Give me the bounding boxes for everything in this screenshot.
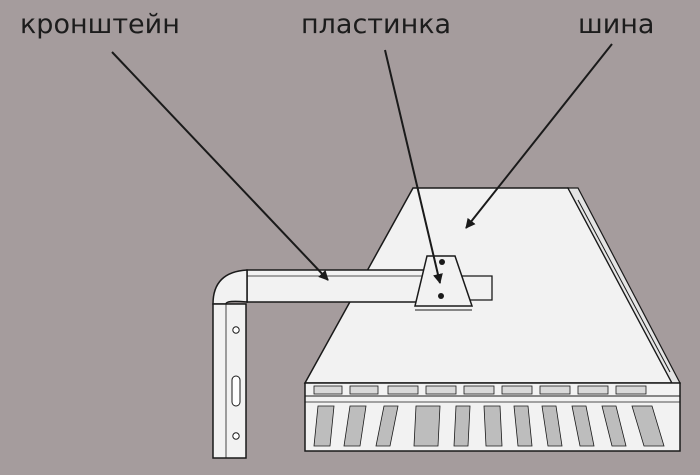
channel-slot bbox=[541, 405, 563, 447]
bracket-wall-plate bbox=[212, 303, 247, 459]
label-bracket: кронштейн bbox=[20, 9, 180, 40]
channel-slot bbox=[483, 405, 503, 447]
channel-slot bbox=[571, 405, 595, 447]
channel-top bbox=[539, 385, 571, 395]
bracket-screw-hole bbox=[232, 432, 240, 440]
bracket-mount-slot bbox=[231, 375, 241, 407]
label-plate: пластинка bbox=[301, 9, 452, 40]
channel-top bbox=[463, 385, 495, 395]
channel-top bbox=[501, 385, 533, 395]
plate-hole bbox=[438, 293, 444, 299]
channel-top bbox=[577, 385, 609, 395]
arrow-plate bbox=[384, 49, 443, 284]
channel-top bbox=[387, 385, 419, 395]
channel-slot bbox=[413, 405, 441, 447]
rail-inner-ridge bbox=[577, 199, 671, 373]
channel-slot bbox=[631, 405, 665, 447]
channel-slot bbox=[313, 405, 335, 447]
arrow-bracket bbox=[111, 51, 329, 281]
channel-top bbox=[425, 385, 457, 395]
plate-hole bbox=[439, 259, 445, 265]
channel-top bbox=[615, 385, 647, 395]
channel-slot bbox=[375, 405, 399, 447]
bracket-screw-hole bbox=[232, 326, 240, 334]
bracket bbox=[212, 269, 493, 459]
channel-top bbox=[313, 385, 343, 395]
rail-channels bbox=[313, 385, 665, 447]
plate bbox=[414, 255, 474, 311]
plate-body bbox=[414, 255, 474, 307]
channel-top bbox=[349, 385, 379, 395]
label-rail: шина bbox=[578, 9, 655, 40]
bracket-bend bbox=[212, 269, 248, 305]
channel-slot bbox=[513, 405, 533, 447]
channel-slot bbox=[453, 405, 471, 447]
channel-slot bbox=[601, 405, 627, 447]
arrow-rail bbox=[465, 43, 613, 229]
bracket-arm bbox=[246, 269, 447, 303]
channel-slot bbox=[343, 405, 367, 447]
